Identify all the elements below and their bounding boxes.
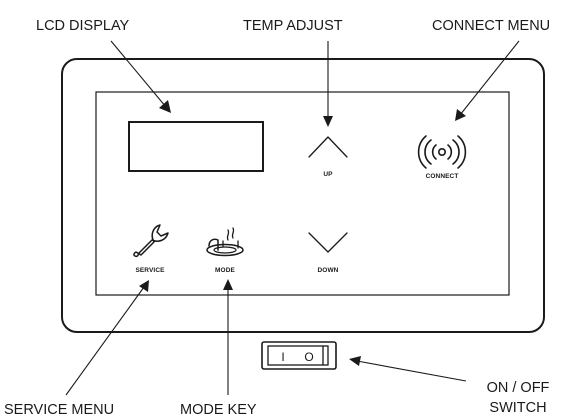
chevron-up-icon: [308, 136, 348, 158]
service-button-label: SERVICE: [135, 267, 165, 274]
callout-temp-adjust: TEMP ADJUST: [243, 18, 343, 34]
leader-on-off-switch: [349, 356, 467, 382]
down-button-label: DOWN: [318, 267, 339, 274]
callout-lcd-display: LCD DISPLAY: [36, 18, 130, 34]
switch-off-mark: O: [304, 350, 313, 364]
switch-rocker: [267, 345, 329, 366]
leader-lcd-display: [110, 40, 171, 113]
wrench-icon: [133, 224, 169, 258]
mode-button-label: MODE: [215, 267, 235, 274]
leader-mode-key: [223, 279, 233, 395]
up-button[interactable]: UP: [308, 136, 348, 178]
connect-button-label: CONNECT: [426, 173, 459, 180]
callout-mode-key: MODE KEY: [180, 402, 257, 418]
hot-tub-icon: [206, 227, 244, 257]
connect-button[interactable]: CONNECT: [417, 135, 467, 180]
mode-button[interactable]: MODE: [206, 227, 244, 274]
callout-connect-menu: CONNECT MENU: [432, 18, 550, 34]
callout-on-off-line2: SWITCH: [489, 400, 546, 416]
down-button[interactable]: DOWN: [308, 232, 348, 274]
lcd-display-screen: [128, 121, 264, 172]
on-off-switch[interactable]: I O: [261, 341, 337, 370]
callout-on-off-line1: ON / OFF: [487, 380, 550, 396]
leader-connect-menu: [455, 40, 520, 121]
wireless-signal-icon: [417, 135, 467, 169]
service-button[interactable]: SERVICE: [133, 224, 169, 274]
switch-on-mark: I: [281, 350, 284, 364]
leader-temp-adjust: [323, 41, 333, 127]
up-button-label: UP: [323, 171, 333, 178]
chevron-down-icon: [308, 232, 348, 253]
callout-service-menu: SERVICE MENU: [4, 402, 114, 418]
leader-service-menu: [65, 280, 149, 396]
